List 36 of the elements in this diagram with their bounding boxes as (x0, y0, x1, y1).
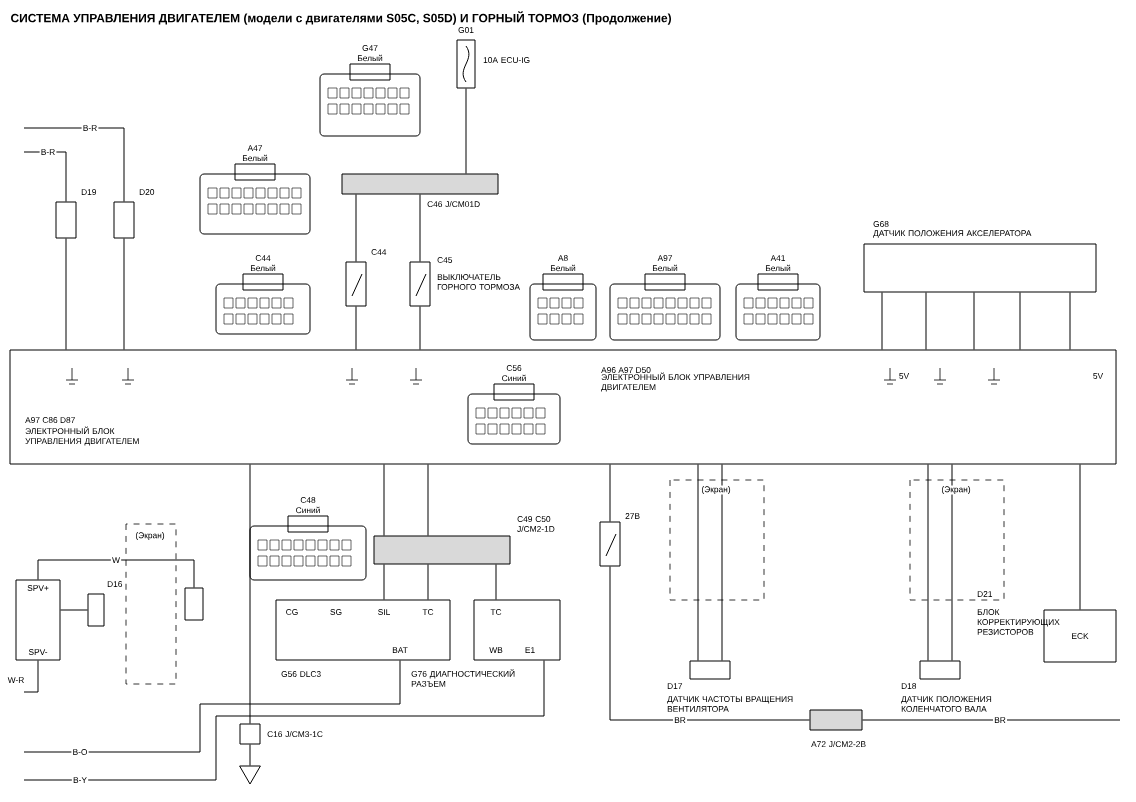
wire (23, 660, 545, 781)
wire (465, 88, 467, 174)
wire (427, 464, 429, 536)
wire (927, 464, 929, 661)
ground-symbol (239, 765, 261, 785)
wire (973, 292, 975, 350)
wire (1069, 292, 1071, 350)
wire (951, 464, 953, 661)
wire (862, 719, 1121, 721)
wire (23, 127, 125, 202)
wire (419, 194, 421, 262)
wire (23, 660, 401, 753)
wire (925, 292, 927, 350)
wire (1079, 464, 1081, 610)
wire (355, 306, 357, 350)
wire (881, 292, 883, 350)
component-symbol (184, 587, 204, 621)
wire (427, 564, 429, 600)
wire (609, 464, 611, 522)
wire (37, 559, 195, 588)
wire (697, 464, 699, 661)
wire (721, 464, 723, 661)
wire (123, 238, 125, 350)
wire (60, 609, 88, 611)
wire (383, 464, 385, 536)
wire (249, 744, 251, 766)
wire (1019, 292, 1021, 350)
wire (609, 566, 810, 721)
wire (23, 151, 67, 202)
wire (419, 306, 421, 350)
wire (495, 564, 497, 600)
wire (249, 464, 251, 724)
wire (23, 660, 39, 693)
wire (383, 564, 385, 600)
wire (65, 238, 67, 350)
wire (355, 194, 357, 262)
